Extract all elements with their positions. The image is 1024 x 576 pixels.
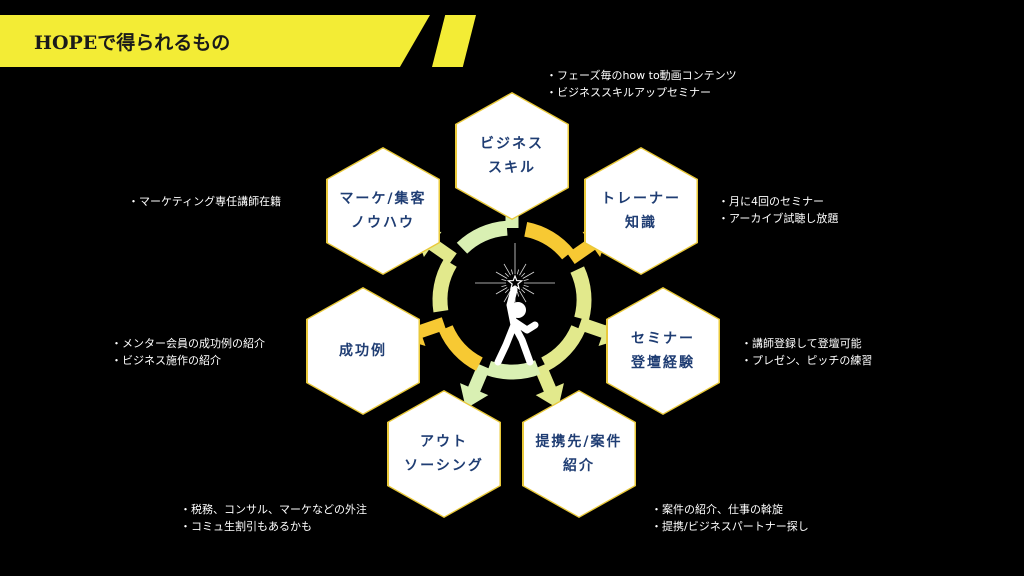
note-item: ・ビジネススキルアップセミナー xyxy=(546,86,711,99)
hex-label: アウト xyxy=(420,434,468,450)
hex-label: マーケ/集客 xyxy=(339,191,427,207)
note-item: ・月に4回のセミナー xyxy=(718,195,824,208)
hex-label: セミナー xyxy=(631,331,695,347)
notes-outsourcing: ・税務、コンサル、マーケなどの外注・コミュ生割引もあるかも xyxy=(180,501,367,535)
hex-label: 紹介 xyxy=(563,458,595,474)
star-ray xyxy=(523,278,529,282)
ring-segment xyxy=(570,266,592,321)
ring-segment xyxy=(438,324,483,371)
star-ray xyxy=(503,290,511,303)
hex-label: ビジネス xyxy=(480,136,544,152)
star-ray xyxy=(522,271,535,279)
star-ray xyxy=(521,289,526,294)
note-item: ・コミュ生割引もあるかも xyxy=(180,520,312,533)
star-ray xyxy=(516,291,520,297)
arrow-head xyxy=(460,383,489,409)
page-title: HOPEで得られるもの xyxy=(34,32,231,54)
star-ray xyxy=(504,272,509,277)
hex-label: トレーナー xyxy=(601,191,681,207)
note-item: ・提携/ビジネスパートナー探し xyxy=(651,520,809,533)
note-item: ・メンター会員の成功例の紹介 xyxy=(111,337,265,350)
arrow-head xyxy=(535,383,564,409)
hex-trainer-knowledge: トレーナー知識 xyxy=(584,147,698,275)
hex-partner-referral: 提携先/案件紹介 xyxy=(522,390,636,518)
star-ray xyxy=(519,290,527,303)
notes-partner: ・案件の紹介、仕事の斡旋・提携/ビジネスパートナー探し xyxy=(651,501,809,535)
notes-business-skill: ・フェーズ毎のhow to動画コンテンツ・ビジネススキルアップセミナー xyxy=(546,67,737,101)
person-body-icon xyxy=(494,286,539,366)
hex-label: ノウハウ xyxy=(351,215,415,231)
star-ray xyxy=(504,289,509,294)
ring-segment xyxy=(432,259,457,313)
note-item: ・税務、コンサル、マーケなどの外注 xyxy=(180,503,367,516)
notes-seminar: ・講師登録して登壇可能・プレゼン、ピッチの練習 xyxy=(741,335,872,369)
arrow-stem xyxy=(534,363,558,395)
notes-marketing: ・マーケティング専任講師在籍 xyxy=(128,193,281,210)
ring-segment xyxy=(456,220,508,254)
notes-trainer: ・月に4回のセミナー・アーカイブ試聴し放題 xyxy=(718,193,838,227)
ring-segment xyxy=(486,360,541,380)
note-item: ・案件の紹介、仕事の斡旋 xyxy=(651,503,783,516)
hex-label: 登壇経験 xyxy=(631,355,695,371)
star-ray xyxy=(495,271,508,279)
note-item: ・フェーズ毎のhow to動画コンテンツ xyxy=(546,69,737,82)
arrow-stem xyxy=(466,363,490,395)
star-ray xyxy=(521,272,526,277)
ring-segment xyxy=(524,221,574,260)
star-ray xyxy=(522,287,535,295)
note-item: ・マーケティング専任講師在籍 xyxy=(128,195,282,208)
star-ray xyxy=(495,287,508,295)
title-banner xyxy=(0,15,430,67)
hex-seminar-experience: セミナー登壇経験 xyxy=(606,287,720,415)
star-ray xyxy=(519,263,527,276)
note-item: ・講師登録して登壇可能 xyxy=(741,337,862,350)
hex-label: 知識 xyxy=(625,215,657,231)
notes-success: ・メンター会員の成功例の紹介・ビジネス施作の紹介 xyxy=(111,335,265,369)
hex-label: ソーシング xyxy=(404,458,484,474)
note-item: ・ビジネス施作の紹介 xyxy=(111,354,221,367)
ring-segment xyxy=(541,324,586,371)
hex-success-cases: 成功例 xyxy=(306,287,420,415)
hex-label: 提携先/案件 xyxy=(535,434,623,450)
star-ray xyxy=(501,278,507,282)
star-ray xyxy=(510,269,514,275)
star-icon xyxy=(506,274,524,291)
hex-outsourcing: アウトソーシング xyxy=(387,390,501,518)
star-ray xyxy=(503,263,511,276)
hex-label: スキル xyxy=(488,160,536,176)
star-ray xyxy=(516,269,520,275)
arrow-stem xyxy=(577,317,609,339)
note-item: ・プレゼン、ピッチの練習 xyxy=(741,354,873,367)
note-item: ・アーカイブ試聴し放題 xyxy=(718,212,839,225)
arrow-stem xyxy=(415,317,447,339)
star-ray xyxy=(501,284,507,288)
hex-label: 成功例 xyxy=(339,343,387,359)
star-ray xyxy=(523,284,529,288)
